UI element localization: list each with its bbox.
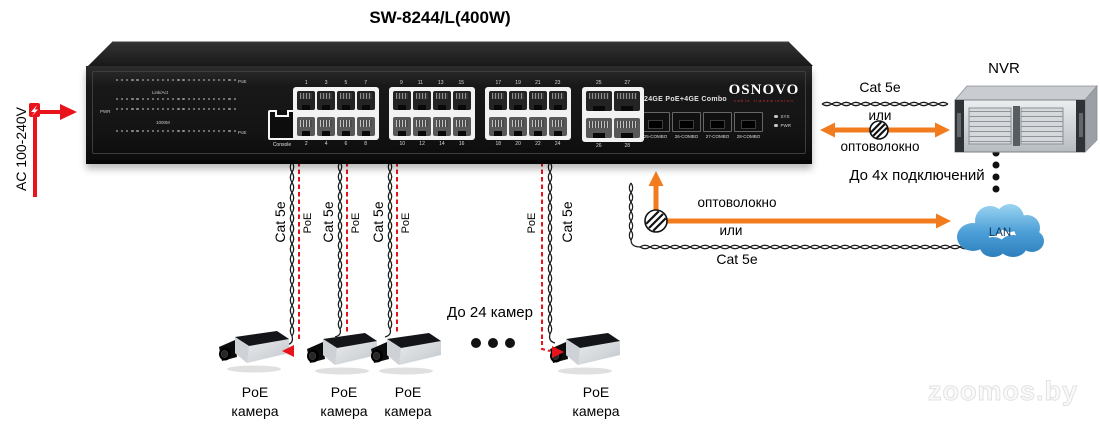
cameras-count-note: До 24 камер xyxy=(447,304,533,321)
brand-logo: OSNOVO cable transmission xyxy=(718,82,810,103)
led-label-poe-bottom: PoE xyxy=(238,130,247,135)
nvr-device xyxy=(954,84,1098,153)
rj45-port xyxy=(433,117,451,136)
rj45-port xyxy=(337,117,355,136)
rj45-port xyxy=(529,117,547,136)
rj45-port xyxy=(489,117,507,136)
lan-label: LAN xyxy=(988,227,1012,239)
diagram-title: SW-8244/L(400W) xyxy=(369,8,511,27)
nvr-label: NVR xyxy=(988,60,1020,77)
nvr-or-label: или xyxy=(868,108,892,123)
console-label: Console xyxy=(272,142,292,148)
console-jack xyxy=(268,110,296,140)
poe-label-4: PoE xyxy=(526,212,538,234)
cat5e-label-3: Cat 5e xyxy=(370,201,386,243)
rj45-port xyxy=(549,91,567,110)
status-led-sys: SYS xyxy=(774,114,791,119)
console-port: Console xyxy=(268,110,296,148)
rj45-port xyxy=(297,91,315,110)
poe-feed-arrows xyxy=(282,345,564,358)
brand-name: OSNOVO xyxy=(728,82,800,98)
nvr-cat5e-label: Cat 5e xyxy=(859,79,901,95)
led-label-link: Link/Act xyxy=(152,90,169,95)
rj45-port xyxy=(393,117,411,136)
panel-frame xyxy=(92,71,806,154)
rj45-port xyxy=(453,91,471,110)
rj45-port xyxy=(453,117,471,136)
power-label: AC 100-240V xyxy=(13,106,29,192)
camera-2 xyxy=(306,332,378,375)
camera-1 xyxy=(218,330,290,373)
status-leds: SYS PWR xyxy=(774,114,791,132)
sfp-slot: 25-COMBO xyxy=(641,112,670,139)
poe-label-1: PoE xyxy=(302,212,314,234)
cat5e-label-1: Cat 5e xyxy=(272,201,288,243)
switch-top-face xyxy=(88,41,813,66)
rj45-port xyxy=(413,91,431,110)
cat5e-label-2: Cat 5e xyxy=(320,201,336,243)
lan-cloud xyxy=(957,204,1044,257)
cat5e-label-4: Cat 5e xyxy=(559,201,575,243)
rj45-port xyxy=(489,91,507,110)
rj45-port xyxy=(614,118,640,138)
rj45-port xyxy=(529,91,547,110)
rj45-port xyxy=(357,117,375,136)
brand-subtitle: cable transmission xyxy=(733,98,795,103)
rj45-port xyxy=(433,91,451,110)
sfp-slot: 28-COMBO xyxy=(734,112,763,139)
rj45-port xyxy=(586,91,612,111)
connections-note: До 4х подключений xyxy=(849,167,985,184)
panel-model-text: 24GE PoE+4GE Combo xyxy=(644,96,728,103)
lan-or-label: или xyxy=(719,223,743,238)
lan-fiber-label: оптоволокно xyxy=(697,195,777,210)
poe-switch: PWR PoE Link/Act 1000M PoE Console 24GE … xyxy=(86,66,812,164)
rj45-port xyxy=(297,117,315,136)
rj45-port xyxy=(614,91,640,111)
rj45-port xyxy=(357,91,375,110)
watermark: zoomos.by xyxy=(927,376,1079,407)
fiber-connector-icons xyxy=(644,120,889,233)
led-panel: PWR PoE Link/Act 1000M PoE xyxy=(100,78,256,148)
led-label-pwr: PWR xyxy=(100,109,111,114)
rj45-port xyxy=(509,91,527,110)
rj45-port xyxy=(413,117,431,136)
poe-label-2: PoE xyxy=(350,212,362,234)
status-led-pwr: PWR xyxy=(774,123,791,128)
rj45-port xyxy=(509,117,527,136)
rj45-port xyxy=(586,118,612,138)
sfp-slot: 26-COMBO xyxy=(672,112,701,139)
lightning-icon xyxy=(29,103,40,117)
rj45-port xyxy=(317,91,335,110)
led-label-poe-top: PoE xyxy=(238,79,247,84)
rj45-port xyxy=(549,117,567,136)
sfp-slot: 27-COMBO xyxy=(703,112,732,139)
poe-label-3: PoE xyxy=(400,212,412,234)
rj45-port xyxy=(393,91,411,110)
rj45-port xyxy=(337,91,355,110)
rj45-port xyxy=(317,117,335,136)
led-label-speed: 1000M xyxy=(156,120,170,125)
camera-3 xyxy=(370,332,442,375)
power-cable xyxy=(29,103,77,197)
lan-cat5e-label: Cat 5e xyxy=(716,251,758,267)
nvr-fiber-label: оптоволокно xyxy=(840,139,920,154)
